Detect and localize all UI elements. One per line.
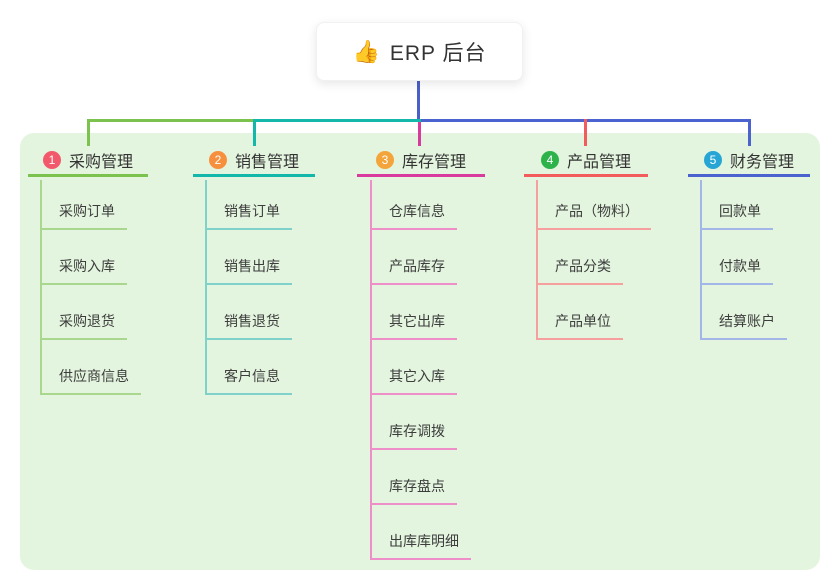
child-node[interactable]: 产品分类 [538, 230, 651, 285]
child-node[interactable]: 出库库明细 [372, 505, 471, 560]
child-label: 结算账户 [702, 314, 787, 340]
branch-number-badge: 2 [208, 151, 227, 169]
child-node[interactable]: 库存盘点 [372, 450, 471, 505]
branch-title: 销售管理 [234, 154, 299, 171]
branch-number-badge: 1 [42, 151, 61, 169]
branch-title: 财务管理 [729, 154, 794, 171]
connector-drop-sales [253, 119, 256, 146]
child-node[interactable]: 采购退货 [42, 285, 141, 340]
branch-header-finance[interactable]: 5 财务管理 [688, 146, 810, 177]
connector-drop-purchase [87, 119, 90, 146]
child-label: 销售订单 [207, 204, 292, 230]
branch-children-purchase: 采购订单 采购入库 采购退货 供应商信息 [40, 180, 141, 395]
connector-drop-product [584, 119, 587, 146]
branch-children-finance: 回款单 付款单 结算账户 [700, 180, 787, 340]
child-label: 库存调拨 [372, 424, 457, 450]
child-node[interactable]: 库存调拨 [372, 395, 471, 450]
child-label: 其它出库 [372, 314, 457, 340]
child-label: 客户信息 [207, 369, 292, 395]
root-node[interactable]: 👍 ERP 后台 [316, 22, 523, 81]
branch-header-inventory[interactable]: 3 库存管理 [357, 146, 485, 177]
child-node[interactable]: 销售订单 [207, 180, 292, 230]
child-label: 销售退货 [207, 314, 292, 340]
child-node[interactable]: 采购订单 [42, 180, 141, 230]
child-node[interactable]: 销售退货 [207, 285, 292, 340]
branch-header-purchase[interactable]: 1 采购管理 [28, 146, 148, 177]
branch-children-inventory: 仓库信息 产品库存 其它出库 其它入库 库存调拨 库存盘点 出库库明细 [370, 180, 471, 560]
child-node[interactable]: 产品库存 [372, 230, 471, 285]
connector-drop-finance [748, 119, 751, 146]
child-label: 产品单位 [538, 314, 623, 340]
child-label: 产品库存 [372, 259, 457, 285]
child-node[interactable]: 产品（物料） [538, 180, 651, 230]
child-node[interactable]: 付款单 [702, 230, 787, 285]
child-node[interactable]: 结算账户 [702, 285, 787, 340]
child-label: 产品（物料） [538, 204, 651, 230]
child-node[interactable]: 其它入库 [372, 340, 471, 395]
connector-horizontal-teal [254, 119, 421, 122]
connector-horizontal-green [88, 119, 254, 122]
branch-number-badge: 3 [375, 151, 394, 169]
child-label: 销售出库 [207, 259, 292, 285]
child-label: 付款单 [702, 259, 773, 285]
child-label: 库存盘点 [372, 479, 457, 505]
branch-children-sales: 销售订单 销售出库 销售退货 客户信息 [205, 180, 292, 395]
connector-drop-inventory [418, 122, 421, 146]
child-node[interactable]: 其它出库 [372, 285, 471, 340]
child-node[interactable]: 回款单 [702, 180, 787, 230]
child-node[interactable]: 供应商信息 [42, 340, 141, 395]
branch-header-product[interactable]: 4 产品管理 [524, 146, 648, 177]
child-node[interactable]: 销售出库 [207, 230, 292, 285]
child-label: 供应商信息 [42, 369, 141, 395]
branch-title: 产品管理 [566, 154, 631, 171]
child-node[interactable]: 产品单位 [538, 285, 651, 340]
child-node[interactable]: 采购入库 [42, 230, 141, 285]
root-title: ERP 后台 [389, 41, 487, 65]
child-label: 采购入库 [42, 259, 127, 285]
branch-number-badge: 5 [703, 151, 722, 169]
child-node[interactable]: 客户信息 [207, 340, 292, 395]
child-label: 仓库信息 [372, 204, 457, 230]
child-node[interactable]: 仓库信息 [372, 180, 471, 230]
child-label: 其它入库 [372, 369, 457, 395]
child-label: 出库库明细 [372, 534, 471, 560]
child-label: 采购订单 [42, 204, 127, 230]
branch-title: 库存管理 [401, 154, 466, 171]
branch-header-sales[interactable]: 2 销售管理 [193, 146, 315, 177]
branches-background-panel [20, 133, 820, 570]
child-label: 产品分类 [538, 259, 623, 285]
child-label: 回款单 [702, 204, 773, 230]
connector-root-vertical [417, 81, 420, 119]
branch-title: 采购管理 [68, 154, 133, 171]
branch-number-badge: 4 [540, 151, 559, 169]
branch-children-product: 产品（物料） 产品分类 产品单位 [536, 180, 651, 340]
child-label: 采购退货 [42, 314, 127, 340]
thumbs-up-icon: 👍 [352, 38, 380, 64]
